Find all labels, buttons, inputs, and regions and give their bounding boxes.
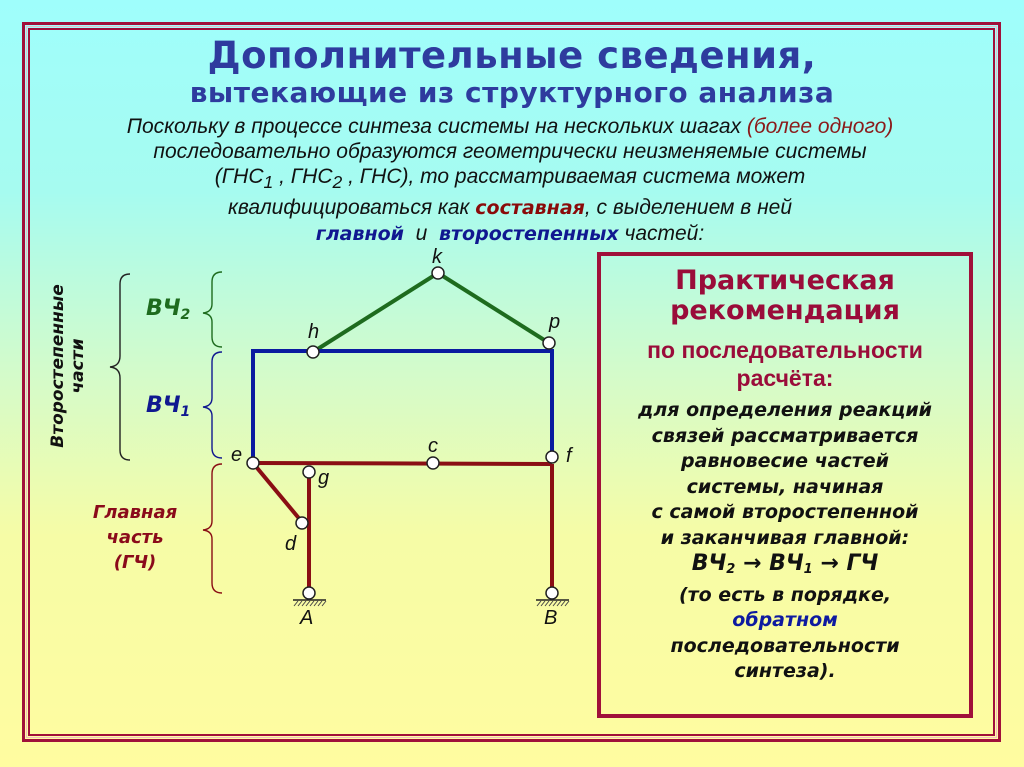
rec-line: с самой второстепенной — [651, 501, 919, 523]
rec-line: связей рассматривается — [651, 424, 919, 447]
red-bars — [251, 461, 554, 593]
term-main: главной — [315, 223, 404, 246]
subscript: 2 — [726, 562, 736, 577]
term-reverse: обратном — [732, 609, 838, 631]
brace-secondary — [109, 273, 131, 461]
intro-text: , ГНС — [273, 165, 333, 188]
recommendation-title-line1: Практическая — [675, 265, 895, 296]
slide-frame — [22, 22, 1001, 742]
hinge-h — [306, 345, 320, 359]
brace-main — [202, 463, 223, 594]
intro-text: квалифицироваться как — [227, 196, 476, 220]
subscript: 2 — [332, 172, 343, 193]
intro-text: , ГНС), то рассматриваемая система может — [342, 165, 806, 188]
recommendation-sub-line1: по последовательности — [647, 337, 923, 363]
recommendation-title: Практическая рекомендация — [597, 266, 973, 326]
brace-bch2 — [202, 271, 223, 348]
blue-frame — [251, 349, 554, 463]
brace-bch1 — [202, 351, 223, 459]
label-text: ВЧ — [146, 296, 181, 321]
node-label-B: B — [544, 607, 557, 629]
node-label-p: p — [548, 311, 560, 333]
intro-text: последовательно образуются геометрически… — [153, 140, 867, 163]
hinge-g — [302, 465, 316, 479]
hinge-B — [545, 586, 559, 600]
rec-line: равновесие частей — [681, 450, 889, 472]
subscript: 1 — [803, 562, 813, 577]
rec-line: синтеза). — [734, 660, 836, 682]
seq-bch2: ВЧ — [691, 551, 727, 576]
hinge-p — [542, 336, 556, 350]
intro-text: , с выделением в ней — [584, 196, 792, 220]
subscript: 1 — [263, 172, 274, 193]
intro-text: частей: — [618, 222, 705, 246]
node-label-c: c — [428, 435, 438, 457]
seq-main: ГЧ — [846, 551, 879, 576]
seq-bch1: ВЧ — [769, 551, 804, 576]
arrow-right-icon: → — [735, 551, 770, 576]
hinge-c — [426, 456, 440, 470]
hinge-d — [295, 516, 309, 530]
recommendation-title-line2: рекомендация — [670, 295, 900, 326]
node-label-g: g — [318, 467, 329, 489]
node-label-d: d — [285, 533, 297, 555]
arrow-right-icon: → — [812, 551, 847, 576]
recommendation-body: для определения реакций связей рассматри… — [600, 398, 970, 685]
node-label-e: e — [231, 444, 242, 466]
label-bch1: ВЧ1 — [146, 393, 190, 420]
recommendation-sub-line2: расчёта: — [736, 365, 834, 391]
calculation-sequence: ВЧ2 → ВЧ1 → ГЧ — [600, 551, 970, 583]
recommendation-subtitle: по последовательности расчёта: — [597, 336, 973, 392]
subscript: 1 — [180, 404, 191, 420]
rec-line: и заканчивая главной: — [660, 526, 910, 549]
rec-line: последовательности — [670, 634, 900, 657]
intro-text: Поскольку в процессе синтеза системы на … — [126, 115, 747, 138]
intro-text: и — [403, 222, 440, 246]
node-label-k: k — [432, 246, 443, 268]
node-label-A: A — [299, 607, 313, 629]
recommendation-box — [597, 252, 973, 718]
subscript: 2 — [180, 307, 191, 323]
intro-paragraph: Поскольку в процессе синтеза системы на … — [30, 114, 990, 247]
rec-line: (то есть в порядке, — [678, 583, 892, 606]
node-label-f: f — [566, 445, 574, 467]
hinge-A — [302, 586, 316, 600]
intro-text: (ГНС — [214, 165, 264, 188]
rec-line: для определения реакций — [638, 399, 932, 421]
slide-title-line2: вытекающие из структурного анализа — [189, 76, 835, 109]
slide-title-line1: Дополнительные сведения, — [207, 34, 817, 77]
rec-line: системы, начиная — [686, 475, 884, 498]
intro-highlight-more-than-one: (более одного) — [746, 115, 894, 138]
green-bars — [311, 271, 551, 354]
label-text: ВЧ — [146, 393, 181, 418]
main-part-label: Главная часть (ГЧ) — [60, 500, 210, 575]
main-part-line2: часть — [106, 527, 164, 548]
hinge-f — [545, 450, 559, 464]
support-B — [536, 599, 570, 607]
hinge-k — [431, 266, 445, 280]
label-bch2: ВЧ2 — [146, 296, 190, 323]
main-part-line1: Главная — [92, 502, 178, 523]
hinge-e — [246, 456, 260, 470]
node-label-h: h — [308, 321, 319, 343]
support-A — [293, 599, 327, 607]
term-secondary: второстепенных — [439, 223, 619, 246]
term-composite: составная — [475, 197, 585, 220]
main-part-line3: (ГЧ) — [113, 552, 157, 573]
